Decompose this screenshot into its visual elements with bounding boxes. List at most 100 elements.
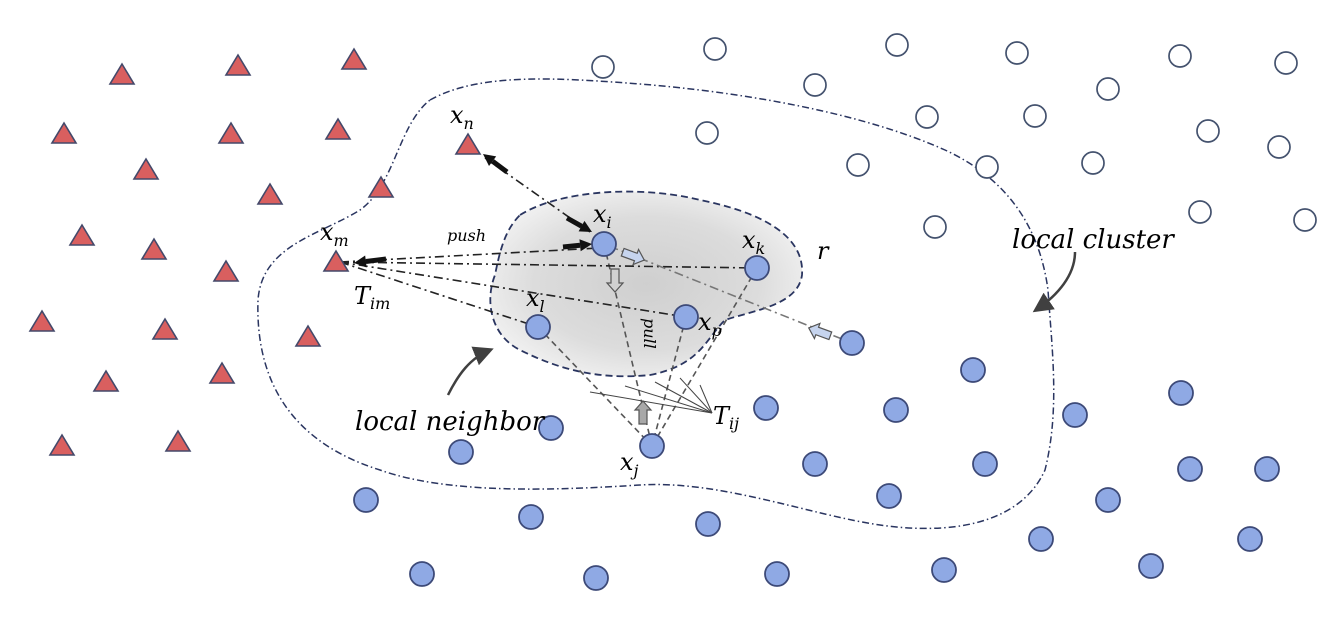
x-k-label: xk	[742, 226, 765, 258]
x-m-base: x	[320, 218, 334, 246]
local-neighbor-label: local neighbor	[355, 407, 546, 437]
triangle-point	[367, 175, 395, 198]
filled-circle-point	[972, 451, 998, 477]
triangle-point	[212, 259, 240, 282]
push-arrow-head	[578, 220, 592, 232]
push-connector-line	[339, 261, 539, 328]
filled-circle-point	[876, 483, 902, 509]
filled-circle-point	[931, 557, 957, 583]
x-p-label: xp	[698, 308, 722, 340]
x-i-label: xi	[593, 200, 612, 232]
t-ij-base: T	[713, 402, 731, 430]
triangle-point	[322, 249, 350, 272]
t-ij-fan-line	[654, 381, 713, 414]
radius-label: r	[817, 237, 830, 265]
pull-label: pull	[640, 318, 659, 349]
x-n-subscript: n	[464, 114, 474, 133]
t-im-subscript: im	[370, 294, 390, 313]
x-p-subscript: p	[712, 321, 722, 340]
filled-circle-point	[1237, 526, 1263, 552]
filled-circle-point	[960, 357, 986, 383]
filled-circle-point	[538, 415, 564, 441]
pull-connector-line	[651, 267, 758, 447]
x-m-subscript: m	[334, 231, 349, 250]
filled-circle-point	[802, 451, 828, 477]
filled-circle-point	[764, 561, 790, 587]
push-connector-line	[339, 261, 687, 318]
hollow-circle-point	[1267, 135, 1291, 159]
filled-circle-point	[695, 511, 721, 537]
hollow-circle-point	[1023, 104, 1047, 128]
push-arrow-head	[483, 154, 497, 166]
push-label: push	[447, 226, 486, 245]
pull-arrow	[633, 400, 653, 425]
hollow-circle-point	[1196, 119, 1220, 143]
x-j-base: x	[620, 448, 634, 476]
triangle-point	[256, 182, 284, 205]
x-l-subscript: l	[540, 297, 545, 316]
triangle-point	[208, 361, 236, 384]
filled-circle-point	[591, 231, 617, 257]
filled-circle-point	[1028, 526, 1054, 552]
x-l-label: xl	[526, 284, 545, 316]
data-points	[28, 33, 1317, 591]
triangle-point	[48, 433, 76, 456]
connector-lines	[339, 157, 853, 447]
local-cluster-pointer-arrow	[1032, 251, 1077, 313]
t-ij-fan-line	[624, 385, 713, 414]
filled-circle-point	[353, 487, 379, 513]
filled-circle-point	[839, 330, 865, 356]
t-im-base: T	[354, 282, 372, 310]
x-l-base: x	[526, 284, 540, 312]
push-arrow-shaft	[365, 256, 387, 264]
x-n-base: x	[450, 101, 464, 129]
triangle-point	[140, 237, 168, 260]
triangle-point	[151, 317, 179, 340]
filled-circle-point	[673, 304, 699, 330]
triangle-point	[340, 47, 368, 70]
push-arrow-head	[579, 239, 592, 252]
hollow-circle-point	[1005, 41, 1029, 65]
filled-circle-point	[518, 504, 544, 530]
filled-circle-point	[1062, 402, 1088, 428]
x-m-label: xm	[320, 218, 349, 250]
filled-circle-point	[1095, 487, 1121, 513]
x-p-base: x	[698, 308, 712, 336]
triangle-point	[217, 121, 245, 144]
t-im-label: Tim	[354, 282, 390, 313]
local-cluster-label: local cluster	[1012, 225, 1175, 255]
hollow-circle-point	[846, 153, 870, 177]
pull-arrow-shape	[620, 247, 646, 266]
pull-connector-line	[537, 326, 653, 447]
hollow-circle-point	[975, 155, 999, 179]
pull-arrow	[807, 322, 833, 341]
filled-circle-point	[744, 255, 770, 281]
triangle-point	[324, 117, 352, 140]
filled-circle-point	[583, 565, 609, 591]
x-k-base: x	[742, 226, 756, 254]
hollow-circle-point	[803, 73, 827, 97]
filled-circle-point	[1138, 553, 1164, 579]
triangle-point	[108, 62, 136, 85]
triangle-point	[68, 223, 96, 246]
t-ij-label: Tij	[713, 402, 739, 433]
filled-circle-point	[753, 395, 779, 421]
hollow-circle-point	[1293, 208, 1317, 232]
push-arrow-shaft	[562, 242, 581, 250]
t-ij-fan-line	[679, 377, 713, 414]
t-ij-subscript: ij	[729, 414, 739, 433]
hollow-circle-point	[1168, 44, 1192, 68]
hollow-circle-point	[915, 105, 939, 129]
filled-circle-point	[639, 433, 665, 459]
pull-arrow-shape	[605, 268, 625, 293]
filled-circle-point	[409, 561, 435, 587]
triangle-point	[92, 369, 120, 392]
push-arrow-head	[354, 255, 367, 268]
hollow-circle-point	[591, 55, 615, 79]
filled-circle-point	[883, 397, 909, 423]
x-k-subscript: k	[756, 239, 766, 258]
filled-circle-point	[1177, 456, 1203, 482]
x-i-base: x	[593, 200, 607, 228]
triangle-point	[28, 309, 56, 332]
